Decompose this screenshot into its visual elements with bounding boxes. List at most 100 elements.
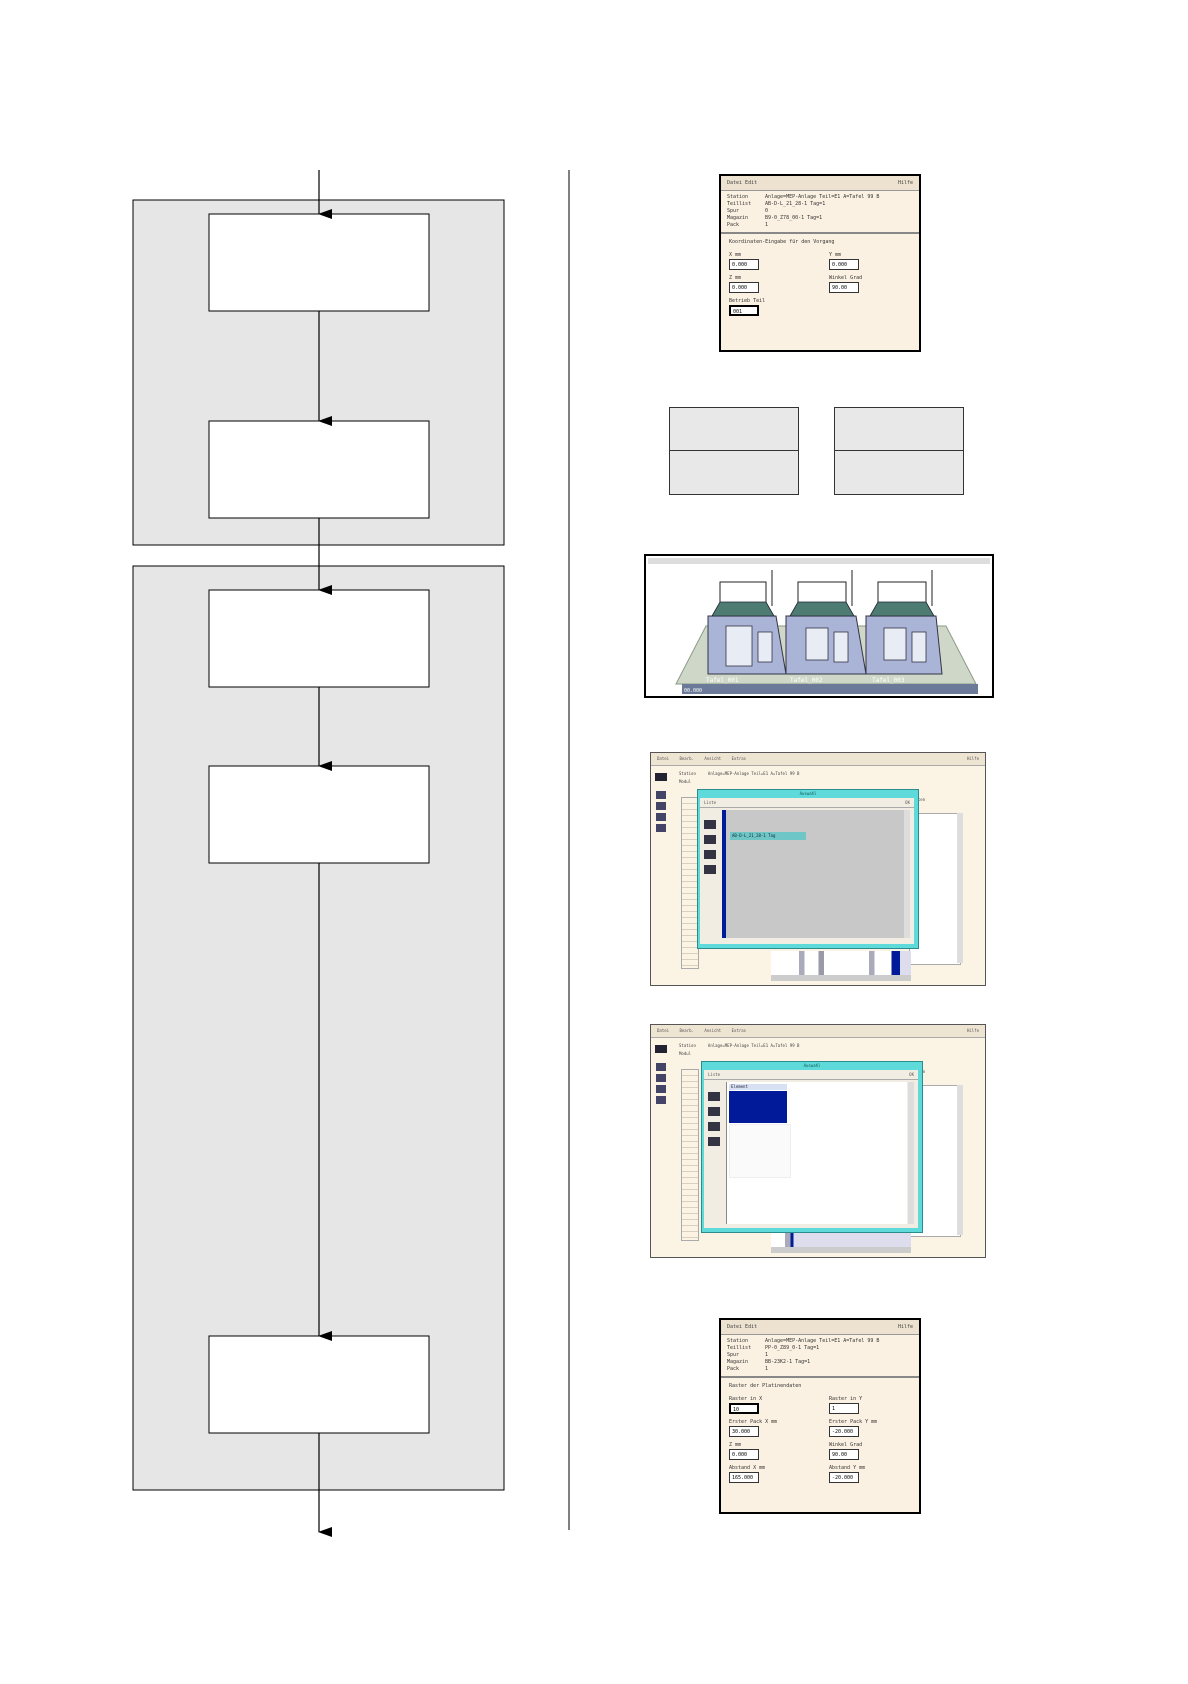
first-pack-y-field[interactable]: -20.000	[829, 1426, 859, 1437]
module-label-2: Tafel_002	[790, 677, 823, 684]
tool-icon[interactable]	[656, 791, 666, 799]
field-label: Abstand X mm	[729, 1465, 766, 1471]
field-label: Winkel Grad	[829, 275, 863, 281]
tool-icon[interactable]	[656, 1074, 666, 1082]
dialog-menu[interactable]: Datei Edit	[727, 180, 758, 186]
preview-icon[interactable]	[704, 835, 716, 844]
right-scrollbar[interactable]	[957, 1085, 963, 1235]
station-row: Station Anlage=MEP-Anlage Teil=E1 A=Tafe…	[679, 771, 799, 776]
preview-icon[interactable]	[704, 820, 716, 829]
tool-icon[interactable]	[656, 1096, 666, 1104]
station-value: Anlage=MEP-Anlage Teil=E1 A=Tafel 99 B	[707, 771, 800, 776]
tool-icon[interactable]	[656, 824, 666, 832]
list-header: Element	[729, 1084, 787, 1090]
preview-icon[interactable]	[704, 865, 716, 874]
toggle-box-left-bottom[interactable]	[670, 451, 798, 494]
timeline-strip	[771, 951, 911, 975]
popup-ok-button[interactable]: OK	[905, 800, 910, 805]
view-status: 00.000	[684, 688, 702, 694]
tool-icon[interactable]	[656, 1063, 666, 1071]
angle-field[interactable]: 90.00	[829, 1449, 859, 1460]
menu-file[interactable]: Datei	[657, 756, 670, 761]
machine-render: Tafel_001 Tafel_002 Tafel_003 00.000	[646, 556, 992, 696]
field-label: Raster in X	[729, 1396, 763, 1402]
tool-palette	[655, 773, 669, 863]
raster-x-field[interactable]: 10	[729, 1403, 759, 1414]
process-step-3	[208, 589, 430, 688]
section-heading: Koordinaten-Eingabe für den Vorgang	[729, 239, 835, 245]
x-field[interactable]: 0.000	[729, 259, 759, 270]
module-label: Modul	[679, 1051, 692, 1056]
toggle-box-left-top[interactable]	[670, 408, 798, 451]
menu-edit[interactable]: Bearb.	[679, 756, 694, 761]
popup-list-area: Element	[726, 1082, 907, 1224]
popup-inner: Liste OK AB-D-L_21_28-1 Tag	[700, 798, 914, 944]
preview-icon[interactable]	[708, 1092, 720, 1101]
field-label: Z mm	[729, 275, 742, 281]
dialog-help-menu[interactable]: Hilfe	[897, 1324, 913, 1330]
toggle-box-left[interactable]	[669, 407, 799, 495]
toggle-box-right-bottom[interactable]	[835, 451, 963, 494]
preview-icon[interactable]	[708, 1107, 720, 1116]
menu-edit[interactable]: Bearb.	[679, 1028, 694, 1033]
tool-icon[interactable]	[656, 802, 666, 810]
menu-extras[interactable]: Extras	[731, 1028, 747, 1033]
menu-view[interactable]: Ansicht	[704, 1028, 722, 1033]
dialog-menu[interactable]: Datei Edit	[727, 1324, 758, 1330]
y-field[interactable]: 0.000	[829, 259, 859, 270]
preview-icon[interactable]	[708, 1122, 720, 1131]
right-scrollbar[interactable]	[957, 813, 963, 963]
field-label: Erster Pack Y mm	[829, 1419, 878, 1425]
popup-inner: Liste OK Element	[704, 1070, 918, 1228]
popup-sub-label: Liste	[704, 800, 717, 805]
selection-popup: Auswahl Liste OK AB-D-L_21_28-1 Tag	[697, 789, 919, 949]
field-label: Betrieb Teil	[729, 298, 766, 304]
monitor-icon[interactable]	[655, 1045, 667, 1053]
app-menubar: Datei Bearb. Ansicht Extras Hilfe	[651, 753, 985, 766]
bottom-scrollbar[interactable]	[771, 1247, 911, 1253]
menu-view[interactable]: Ansicht	[704, 756, 722, 761]
dialog-help-menu[interactable]: Hilfe	[897, 180, 913, 186]
bottom-scrollbar[interactable]	[771, 975, 911, 981]
process-step-1	[208, 213, 430, 312]
preview-icon[interactable]	[708, 1137, 720, 1146]
tool-icon[interactable]	[656, 1085, 666, 1093]
spacing-x-field[interactable]: 165.000	[729, 1472, 759, 1483]
field-label: Erster Pack X mm	[729, 1419, 778, 1425]
preview-icon[interactable]	[704, 850, 716, 859]
info-value: B9-0_Z78_00-1 Tag=1	[765, 215, 823, 221]
highlighted-item[interactable]: AB-D-L_21_28-1 Tag	[730, 832, 806, 840]
app-window-1: Datei Bearb. Ansicht Extras Hilfe Statio…	[650, 752, 986, 986]
z-field[interactable]: 0.000	[729, 1449, 759, 1460]
toggle-box-right[interactable]	[834, 407, 964, 495]
tool-icon[interactable]	[656, 813, 666, 821]
menu-help[interactable]: Hilfe	[966, 756, 979, 761]
raster-y-field[interactable]: 1	[829, 1403, 859, 1414]
field-label: Raster in Y	[829, 1396, 863, 1402]
monitor-icon[interactable]	[655, 773, 667, 781]
menu-file[interactable]: Datei	[657, 1028, 670, 1033]
spacing-y-field[interactable]: -20.000	[829, 1472, 859, 1483]
popup-scrollbar[interactable]	[904, 810, 910, 938]
index-column	[681, 1069, 699, 1241]
menu-extras[interactable]: Extras	[731, 756, 747, 761]
angle-field[interactable]: 90.00	[829, 282, 859, 293]
info-key: Pack	[727, 222, 740, 228]
z-field[interactable]: 0.000	[729, 282, 759, 293]
popup-toolbar: Liste OK	[700, 798, 914, 808]
module-label-1: Tafel_001	[706, 677, 739, 684]
info-key: Teillist	[727, 1345, 752, 1351]
first-pack-x-field[interactable]: 30.000	[729, 1426, 759, 1437]
selected-list-block[interactable]	[729, 1091, 787, 1123]
popup-ok-button[interactable]: OK	[909, 1072, 914, 1077]
dialog-form: Koordinaten-Eingabe für den Vorgang X mm…	[721, 234, 919, 320]
part-field[interactable]: 001	[729, 305, 759, 316]
menu-help[interactable]: Hilfe	[966, 1028, 979, 1033]
popup-scrollbar[interactable]	[908, 1082, 914, 1224]
info-value: 1	[765, 1352, 769, 1358]
toggle-box-right-top[interactable]	[835, 408, 963, 451]
